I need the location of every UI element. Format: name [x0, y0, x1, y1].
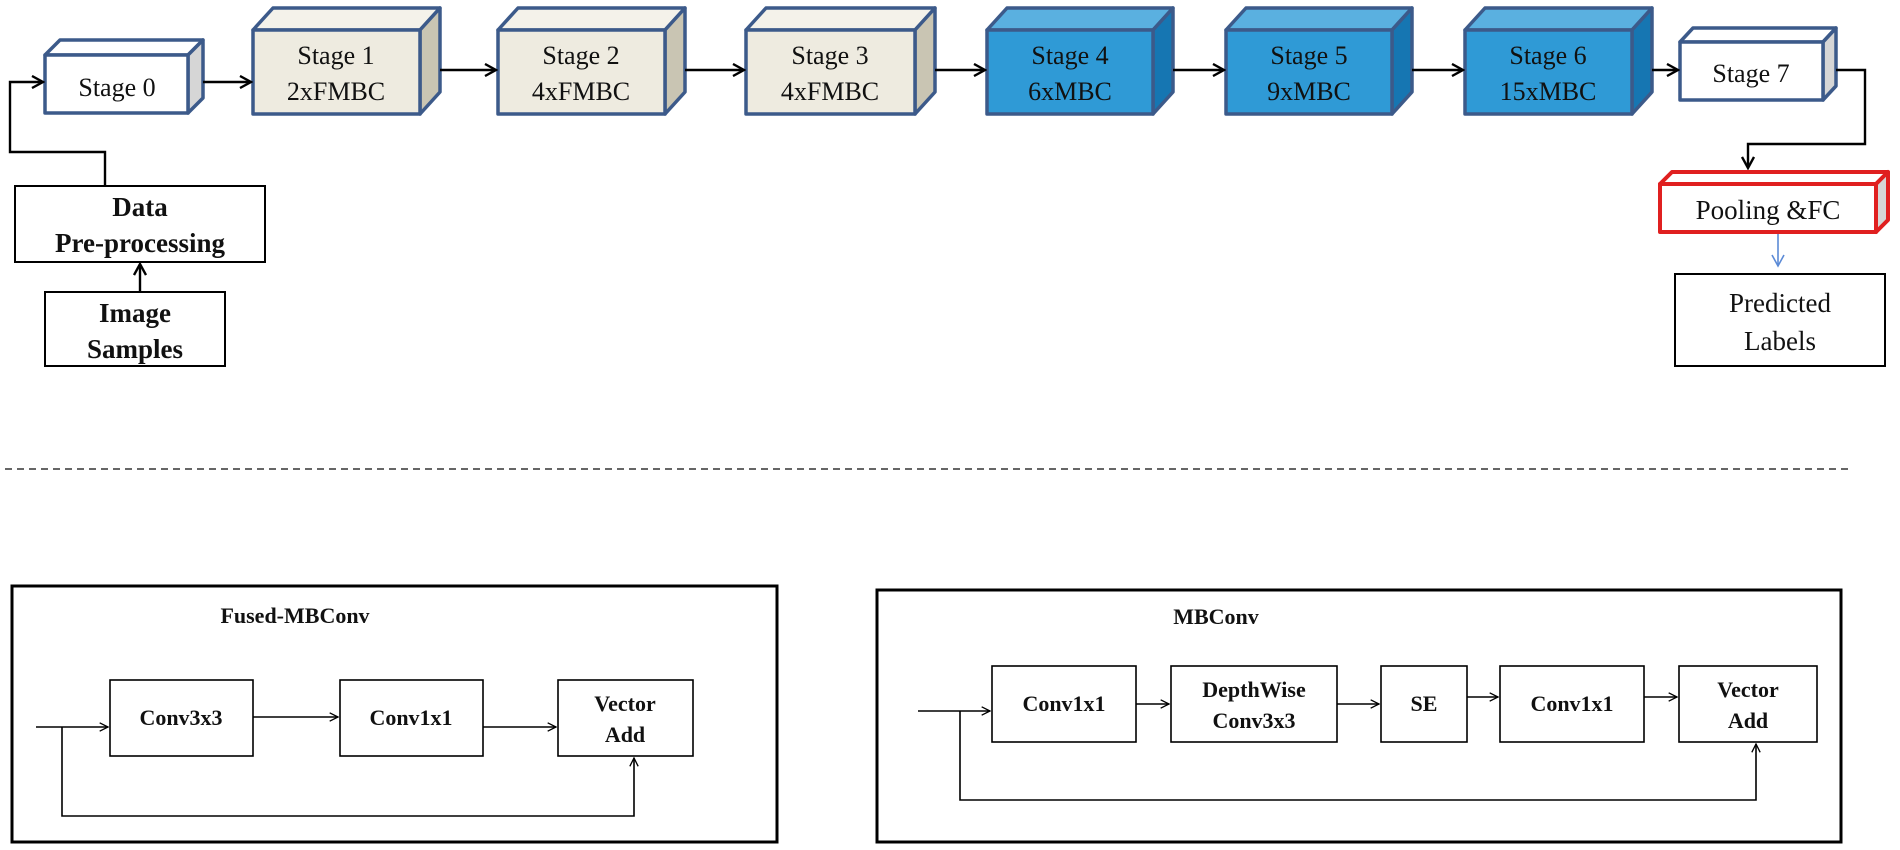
image-samples-box: Image Samples — [44, 291, 226, 367]
stage-3-blocks: 4xFMBC — [781, 77, 879, 106]
mbconv-vector-add-line1: Vector — [1717, 677, 1779, 702]
stage-6-label: Stage 6 — [1509, 41, 1586, 70]
data-preprocessing-box: Data Pre-processing — [14, 185, 266, 263]
fused-conv3x3-block — [109, 679, 254, 757]
stage-0-block: Stage 0 — [43, 38, 205, 115]
fused-vector-add-block — [557, 679, 694, 757]
stage-6-block: Stage 6 15xMBC — [1463, 6, 1654, 116]
fused-mbconv-arrows — [36, 717, 634, 817]
stage-3-label: Stage 3 — [791, 41, 868, 70]
mbconv-conv1x1-block-2 — [1499, 665, 1645, 743]
mbconv-se-block — [1380, 665, 1468, 743]
stage-7-label: Stage 7 — [1712, 59, 1789, 88]
fused-vector-add-line2: Add — [605, 722, 645, 747]
stage-5-label: Stage 5 — [1270, 41, 1347, 70]
stage-6-blocks: 15xMBC — [1500, 77, 1597, 106]
mbconv-se-label: SE — [1411, 691, 1438, 716]
mbconv-depthwise-block — [1170, 665, 1338, 743]
stage-7-block: Stage 7 — [1678, 26, 1838, 102]
fused-mbconv-panel: Fused-MBConv Conv3x3 Conv1x1 Vector Add — [10, 584, 779, 844]
mbconv-conv1x1-label-2: Conv1x1 — [1530, 691, 1613, 716]
image-samples-line1: Image — [99, 298, 171, 328]
stage-2-label: Stage 2 — [542, 41, 619, 70]
mbconv-vector-add-line2: Add — [1728, 708, 1768, 733]
pooling-fc-label: Pooling &FC — [1696, 195, 1841, 225]
mbconv-title: MBConv — [1173, 604, 1259, 629]
mbconv-arrows — [918, 697, 1756, 801]
mbconv-conv1x1-label-1: Conv1x1 — [1022, 691, 1105, 716]
stage-1-block: Stage 1 2xFMBC — [251, 6, 442, 116]
preprocessing-line2: Pre-processing — [55, 228, 225, 258]
stage-5-block: Stage 5 9xMBC — [1224, 6, 1414, 116]
stage-4-block: Stage 4 6xMBC — [985, 6, 1175, 116]
mbconv-depthwise-line2: Conv3x3 — [1212, 708, 1295, 733]
stage-2-blocks: 4xFMBC — [532, 77, 630, 106]
mbconv-panel: MBConv Conv1x1 DepthWise Conv3x3 SE Conv… — [875, 588, 1843, 844]
fused-conv1x1-label: Conv1x1 — [369, 705, 452, 730]
fused-vector-add-line1: Vector — [594, 691, 656, 716]
fused-mbconv-title: Fused-MBConv — [220, 603, 369, 628]
stage-1-blocks: 2xFMBC — [287, 77, 385, 106]
preprocessing-line1: Data — [112, 192, 168, 222]
stage-1-label: Stage 1 — [297, 41, 374, 70]
stage-3-block: Stage 3 4xFMBC — [744, 6, 937, 116]
stage-4-blocks: 6xMBC — [1028, 77, 1112, 106]
stage-0-label: Stage 0 — [78, 73, 155, 102]
fused-conv3x3-label: Conv3x3 — [139, 705, 222, 730]
predicted-labels-box: Predicted Labels — [1674, 273, 1886, 367]
stage-arrows — [8, 70, 1867, 292]
stage-5-blocks: 9xMBC — [1267, 77, 1351, 106]
mbconv-depthwise-line1: DepthWise — [1202, 677, 1306, 702]
image-samples-line2: Samples — [87, 334, 183, 364]
pooling-fc-block: Pooling &FC — [1658, 170, 1890, 234]
stage-4-label: Stage 4 — [1031, 41, 1108, 70]
mbconv-vector-add-block — [1678, 665, 1818, 743]
fused-conv1x1-block — [339, 679, 484, 757]
predicted-line1: Predicted — [1729, 288, 1831, 318]
stage-pipeline: Stage 0 Stage 1 2xFMBC Stage 2 4xFMBC St… — [8, 6, 1890, 367]
predicted-line2: Labels — [1744, 326, 1816, 356]
stage-2-block: Stage 2 4xFMBC — [496, 6, 687, 116]
mbconv-conv1x1-block-1 — [991, 665, 1137, 743]
